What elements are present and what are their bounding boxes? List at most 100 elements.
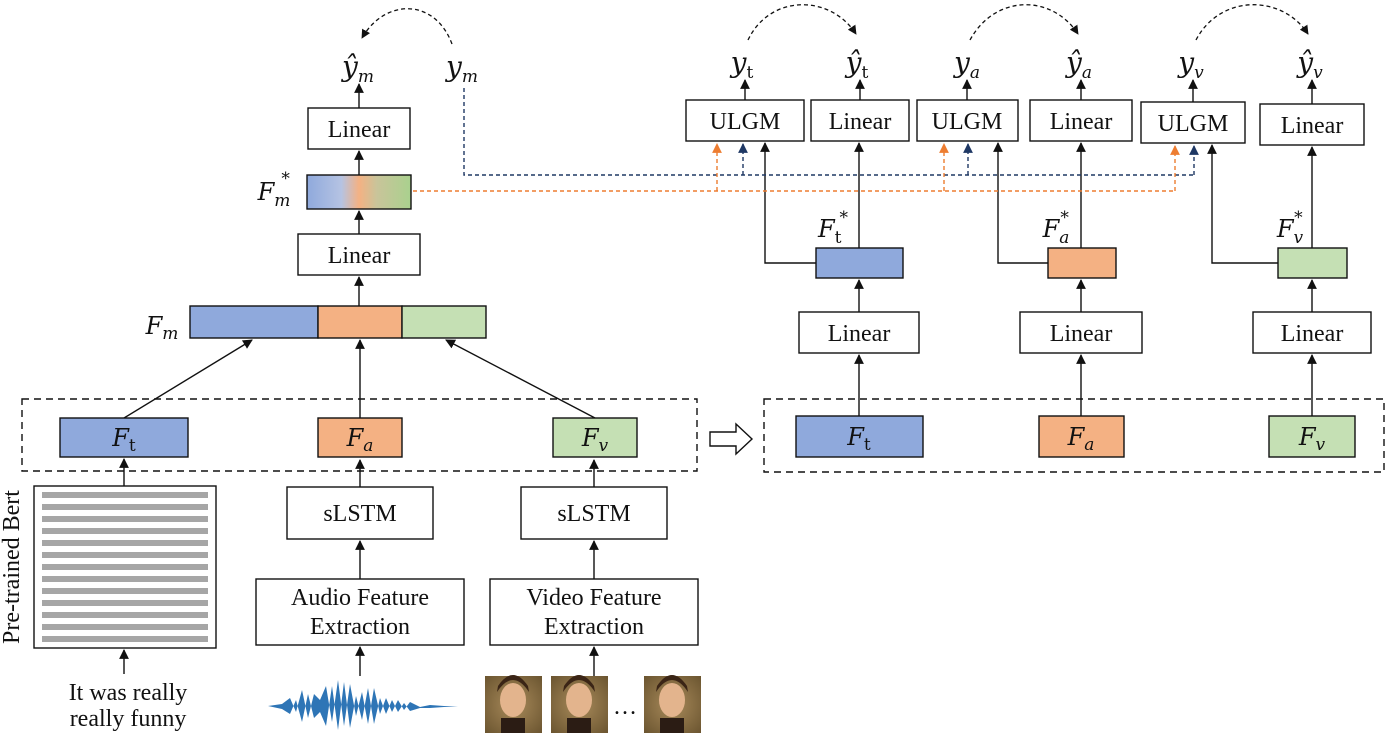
svg-text:ŷt: ŷt (844, 46, 869, 83)
svg-text:Ft: Ft (846, 423, 871, 455)
audio-linear-label: Linear (1050, 321, 1113, 347)
svg-text:ŷa: ŷa (1064, 46, 1092, 83)
fm-video-segment (401, 305, 487, 339)
audio-slstm-box (286, 486, 434, 540)
svg-text:yv: yv (1176, 46, 1204, 83)
video-ulgm-label: ULGM (1158, 111, 1229, 137)
audio-fe-line1: Audio Feature (291, 585, 429, 611)
hollow-right-arrow-icon (709, 422, 754, 456)
yhat-a-label: ŷ (1064, 46, 1083, 79)
svg-text:yt: yt (729, 46, 754, 83)
right-fa-sub: a (1084, 435, 1094, 455)
svg-text:Fv*: Fv* (1276, 208, 1304, 248)
video-top-linear-box (1259, 103, 1365, 146)
video-linear-box (1252, 311, 1372, 354)
audio-waveform-icon (268, 680, 458, 730)
right-fa-label: F (1067, 423, 1086, 451)
video-fe-line1: Video Feature (526, 585, 661, 611)
text-top-linear-label: Linear (829, 109, 892, 135)
input-sentence-line1: It was really (69, 680, 188, 706)
yhat-a-sub: a (1082, 63, 1092, 83)
y-v-sub: v (1194, 63, 1204, 83)
video-slstm-box (520, 486, 668, 540)
yhat-v-label: ŷ (1295, 46, 1314, 79)
left-ft-box (59, 417, 189, 458)
bert-label: Pre-trained Bert (0, 490, 25, 644)
svg-text:ŷm: ŷm (340, 50, 374, 87)
y-a-label: y (952, 46, 971, 79)
fa-star-mark: * (1060, 208, 1069, 228)
y-m-sub: m (462, 67, 478, 87)
input-sentence-line2: really funny (70, 706, 187, 732)
fv-star-sub: v (1294, 228, 1304, 248)
left-fa-label: F (346, 424, 365, 452)
top-linear-box (307, 107, 411, 150)
face-frame-icon (644, 675, 701, 733)
yt-loop-arrow (747, 4, 857, 41)
fm-label: F (145, 312, 164, 340)
svg-text:Fm*: Fm* (257, 169, 291, 211)
audio-slstm-label: sLSTM (323, 501, 396, 527)
svg-text:Fv: Fv (1298, 423, 1326, 455)
fm-text-segment (189, 305, 319, 339)
fv-star-mark: * (1294, 208, 1303, 228)
fm-audio-segment (317, 305, 403, 339)
audio-feature-extraction-box (255, 578, 465, 646)
left-fv-sub: v (599, 436, 609, 456)
svg-text:Ft: Ft (111, 424, 136, 456)
right-fv-label: F (1298, 423, 1317, 451)
left-fa-box (317, 417, 403, 458)
audio-ulgm-label: ULGM (932, 109, 1003, 135)
fm-star-mark: * (281, 169, 290, 189)
face-frame-icon (551, 675, 608, 733)
video-fe-line2: Extraction (544, 614, 644, 640)
right-ft-sub: t (864, 435, 871, 455)
yhat-m-sub: m (358, 67, 374, 87)
svg-text:ŷv: ŷv (1295, 46, 1323, 83)
fm-star-label: F (257, 178, 276, 206)
right-fv-sub: v (1316, 435, 1326, 455)
y-t-label: y (729, 46, 748, 79)
svg-text:Fa: Fa (1067, 423, 1095, 455)
fm-star-sub: m (274, 191, 290, 211)
y-v-label: y (1176, 46, 1195, 79)
left-fv-label: F (581, 424, 600, 452)
fa-star-box (1047, 247, 1117, 279)
audio-top-linear-box (1029, 99, 1133, 142)
fa-star-sub: a (1059, 228, 1069, 248)
fusion-linear-label: Linear (328, 243, 391, 269)
y-m-label: y (444, 50, 463, 83)
video-slstm-label: sLSTM (557, 501, 630, 527)
right-ft-box (795, 415, 924, 458)
y-t-sub: t (746, 63, 753, 83)
fv-star-label: F (1276, 215, 1295, 243)
right-ft-label: F (846, 423, 865, 451)
yhat-v-sub: v (1313, 63, 1323, 83)
video-top-linear-label: Linear (1281, 113, 1344, 139)
right-fa-box (1038, 415, 1125, 458)
video-feature-extraction-box (489, 578, 699, 646)
svg-text:Fa*: Fa* (1042, 208, 1070, 248)
left-ft-label: F (111, 424, 130, 452)
svg-text:ya: ya (952, 46, 980, 83)
video-ulgm-box (1140, 101, 1246, 144)
text-ulgm-box (685, 99, 805, 142)
bert-token-lines (42, 492, 208, 642)
text-linear-label: Linear (828, 321, 891, 347)
fa-star-label: F (1042, 215, 1061, 243)
ft-star-sub: t (835, 228, 842, 248)
left-fa-sub: a (363, 436, 373, 456)
audio-ulgm-box (916, 99, 1019, 142)
yhat-t-label: ŷ (844, 46, 863, 79)
text-ulgm-label: ULGM (710, 109, 781, 135)
video-linear-label: Linear (1281, 321, 1344, 347)
yhat-t-sub: t (861, 63, 868, 83)
frames-ellipsis: … (613, 694, 637, 720)
face-frame-icon (485, 675, 542, 733)
y-a-sub: a (970, 63, 980, 83)
left-fv-box (552, 417, 638, 458)
text-linear-box (798, 311, 920, 354)
yhat-m-label: ŷ (340, 50, 359, 83)
fv-star-box (1277, 247, 1348, 279)
